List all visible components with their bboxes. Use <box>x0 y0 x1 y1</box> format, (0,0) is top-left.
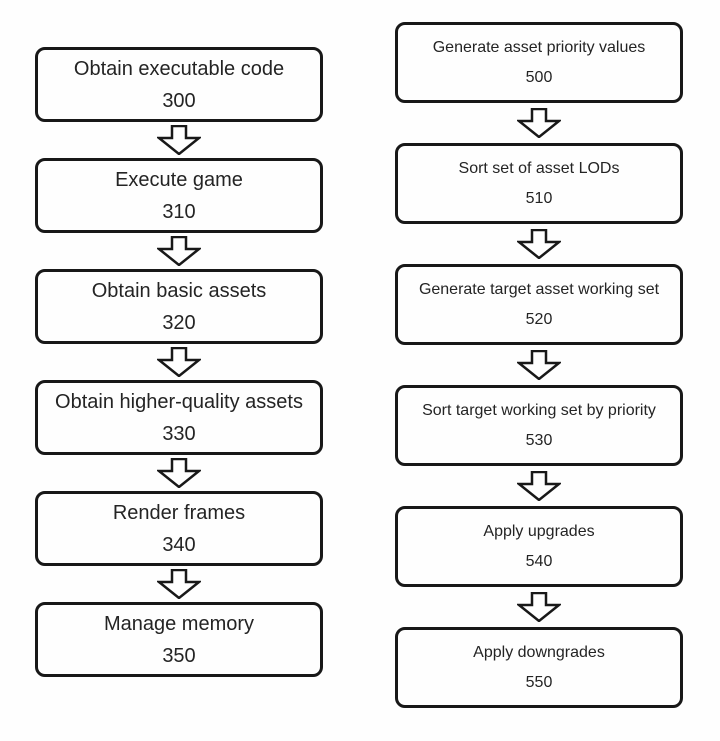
flow-step-box-350: Manage memory 350 <box>35 602 323 677</box>
down-arrow-icon <box>517 103 561 143</box>
down-arrow-icon <box>517 587 561 627</box>
flow-step-box-510: Sort set of asset LODs 510 <box>395 143 683 224</box>
flow-step-number: 350 <box>162 644 196 667</box>
flow-step-label: Obtain basic assets <box>91 279 267 302</box>
right-flow-column: Generate asset priority values 500 Sort … <box>395 22 683 708</box>
flow-step-box-550: Apply downgrades 550 <box>395 627 683 708</box>
down-arrow-icon <box>517 345 561 385</box>
flow-step-number: 540 <box>525 552 553 570</box>
flow-step-number: 510 <box>525 189 553 207</box>
flow-step-number: 550 <box>525 673 553 691</box>
flow-step-label: Obtain executable code <box>73 57 285 80</box>
flow-step-label: Generate target asset working set <box>418 280 660 298</box>
flow-step-number: 330 <box>162 422 196 445</box>
flow-step-label: Generate asset priority values <box>432 38 646 56</box>
flow-step-box-300: Obtain executable code 300 <box>35 47 323 122</box>
down-arrow-icon <box>517 466 561 506</box>
flow-step-number: 500 <box>525 68 553 86</box>
down-arrow-icon <box>157 455 201 491</box>
left-flow-column: Obtain executable code 300 Execute game … <box>35 47 323 677</box>
flow-step-box-520: Generate target asset working set 520 <box>395 264 683 345</box>
flow-step-number: 310 <box>162 200 196 223</box>
flow-step-box-330: Obtain higher-quality assets 330 <box>35 380 323 455</box>
flow-step-label: Apply upgrades <box>483 522 595 540</box>
flow-step-label: Manage memory <box>103 612 255 635</box>
flow-step-label: Sort set of asset LODs <box>458 159 620 177</box>
flow-step-label: Render frames <box>112 501 246 524</box>
down-arrow-icon <box>157 566 201 602</box>
down-arrow-icon <box>157 233 201 269</box>
flow-step-box-320: Obtain basic assets 320 <box>35 269 323 344</box>
flow-step-box-500: Generate asset priority values 500 <box>395 22 683 103</box>
flow-step-number: 340 <box>162 533 196 556</box>
flow-step-label: Execute game <box>115 168 243 191</box>
flow-step-box-530: Sort target working set by priority 530 <box>395 385 683 466</box>
down-arrow-icon <box>157 344 201 380</box>
flow-step-box-540: Apply upgrades 540 <box>395 506 683 587</box>
flow-step-number: 530 <box>525 431 553 449</box>
flow-step-box-310: Execute game 310 <box>35 158 323 233</box>
down-arrow-icon <box>157 122 201 158</box>
down-arrow-icon <box>517 224 561 264</box>
flow-step-box-340: Render frames 340 <box>35 491 323 566</box>
flow-step-number: 320 <box>162 311 196 334</box>
flow-step-label: Obtain higher-quality assets <box>55 390 303 413</box>
flow-step-label: Sort target working set by priority <box>422 401 656 419</box>
flow-step-number: 520 <box>525 310 553 328</box>
flow-step-number: 300 <box>162 89 196 112</box>
flow-step-label: Apply downgrades <box>473 643 605 661</box>
